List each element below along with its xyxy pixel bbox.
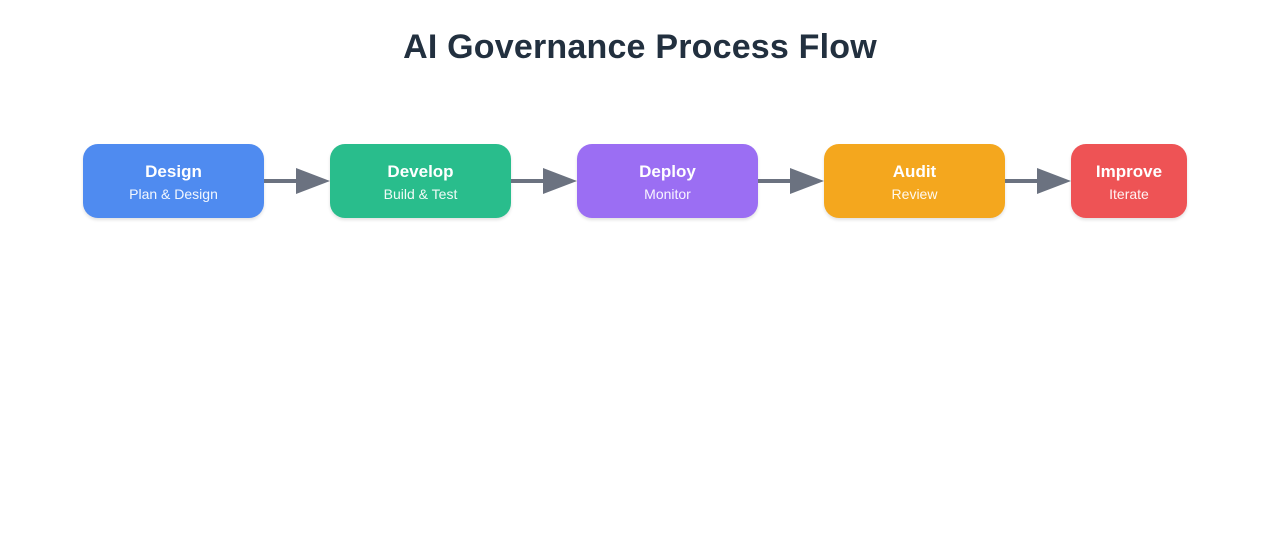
flow-connector	[758, 168, 824, 194]
node-sublabel: Build & Test	[383, 186, 458, 203]
arrowhead-right-icon	[543, 168, 577, 194]
node-sublabel: Review	[891, 186, 938, 203]
flow-node-develop[interactable]: Develop Build & Test	[330, 144, 511, 218]
flow-connector	[1005, 168, 1071, 194]
connector-line	[264, 179, 296, 183]
arrowhead-right-icon	[1037, 168, 1071, 194]
flow-connector	[511, 168, 577, 194]
flow-node-improve[interactable]: Improve Iterate	[1071, 144, 1187, 218]
node-label: Develop	[387, 162, 454, 182]
connector-line	[1005, 179, 1037, 183]
diagram-title: AI Governance Process Flow	[403, 28, 877, 66]
node-label: Audit	[892, 162, 937, 182]
flow-connector	[264, 168, 330, 194]
node-sublabel: Monitor	[644, 186, 691, 203]
flow-row: Design Plan & Design Develop Build & Tes…	[83, 144, 1187, 218]
arrowhead-right-icon	[296, 168, 330, 194]
arrowhead-right-icon	[790, 168, 824, 194]
connector-line	[511, 179, 543, 183]
node-sublabel: Plan & Design	[129, 186, 218, 203]
flow-node-audit[interactable]: Audit Review	[824, 144, 1005, 218]
node-label: Improve	[1095, 162, 1163, 182]
flow-node-design[interactable]: Design Plan & Design	[83, 144, 264, 218]
node-sublabel: Iterate	[1109, 186, 1149, 203]
flow-node-deploy[interactable]: Deploy Monitor	[577, 144, 758, 218]
connector-line	[758, 179, 790, 183]
node-label: Design	[145, 162, 202, 182]
node-label: Deploy	[639, 162, 696, 182]
